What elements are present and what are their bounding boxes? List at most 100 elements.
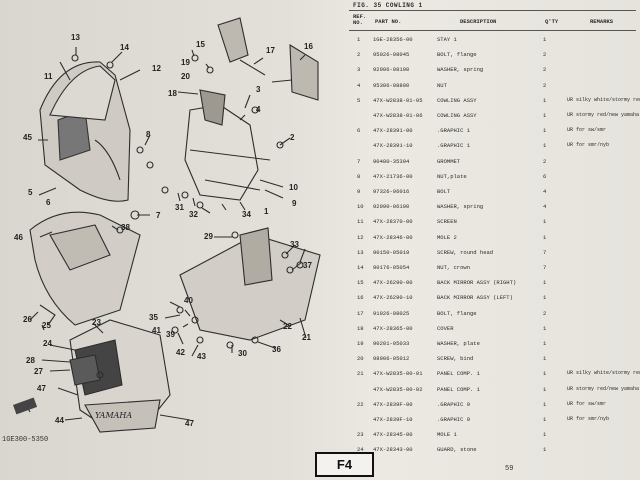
table-row: 19 90201-05033 WASHER, plate 1 <box>345 340 640 354</box>
callout-9: 9 <box>292 199 297 208</box>
ref-cell: 10 <box>357 203 364 211</box>
callout-27: 27 <box>34 367 43 376</box>
quantity-cell: 1 <box>543 446 547 454</box>
quantity-cell: 1 <box>543 416 547 423</box>
table-header-rule <box>349 30 636 31</box>
description-cell: STAY 1 <box>437 36 457 43</box>
part-number-cell: 47X-26290-00 <box>373 279 413 287</box>
callout-46: 46 <box>14 233 23 242</box>
description-cell: .GRAPHIC 9 <box>437 416 471 423</box>
ref-cell: 2 <box>357 51 361 59</box>
callout-12: 12 <box>152 64 161 73</box>
header-desc: DESCRIPTION <box>460 18 497 25</box>
description-cell: PANEL COMP. 1 <box>437 370 480 378</box>
part-number-cell: 47X-W2838-01-05 <box>373 96 423 104</box>
ref-cell: 18 <box>357 324 364 332</box>
figure-code: 1GE300-5350 <box>2 436 49 444</box>
callout-14: 14 <box>120 43 129 52</box>
callout-17: 17 <box>266 46 275 55</box>
ref-cell: 1 <box>357 36 361 43</box>
quantity-cell: 2 <box>543 66 547 74</box>
table-top-rule <box>349 10 636 11</box>
quantity-cell: 1 <box>543 355 547 363</box>
description-cell: SCREW, round head <box>437 248 494 256</box>
description-cell: GROMMET <box>437 157 461 165</box>
part-number-cell: 95026-08045 <box>373 51 410 59</box>
description-cell: SCREW, bind <box>437 355 474 363</box>
part-number-cell: 47X-28391-00 <box>373 127 413 135</box>
remarks-cell: UR for sw/smr <box>567 400 607 407</box>
callout-8: 8 <box>146 130 151 139</box>
description-cell: BACK MIRROR ASSY (RIGHT) <box>437 279 517 287</box>
quantity-cell: 1 <box>543 142 547 150</box>
ref-cell: 16 <box>357 294 364 302</box>
part-number-cell: 95306-08800 <box>373 81 410 89</box>
callout-43: 43 <box>197 352 206 361</box>
quantity-cell: 2 <box>543 51 547 59</box>
remarks-cell: UR for smr/nyb <box>567 142 610 149</box>
callout-13: 13 <box>71 33 80 42</box>
part-number-cell: 90150-05019 <box>373 248 410 256</box>
quantity-cell: 1 <box>543 340 547 347</box>
description-cell: MOLE 1 <box>437 431 457 439</box>
callout-11: 11 <box>44 72 53 81</box>
callout-20: 20 <box>181 72 190 81</box>
description-cell: WASHER, plate <box>437 340 480 347</box>
ref-cell: 17 <box>357 309 364 317</box>
header-qty: Q'TY <box>545 18 559 25</box>
description-cell: BOLT <box>437 188 451 195</box>
part-number-cell: 47X-28346-00 <box>373 233 413 241</box>
ref-cell: 8 <box>357 172 361 180</box>
description-cell: BOLT, flange <box>437 51 477 59</box>
page-number: 59 <box>505 465 514 473</box>
callout-28: 28 <box>26 356 35 365</box>
remarks-cell: UR silky white/stormy red <box>567 370 640 377</box>
callout-35: 35 <box>149 313 158 322</box>
description-cell: COWLING ASSY <box>437 112 477 119</box>
description-cell: SCREEN <box>437 218 457 226</box>
callout-1: 1 <box>264 207 269 216</box>
ref-cell: 7 <box>357 157 361 165</box>
part-number-cell: 47X-2839F-10 <box>373 416 413 423</box>
part-number-cell: 47X-28343-00 <box>373 446 413 454</box>
callout-42: 42 <box>176 348 185 357</box>
callout-2: 2 <box>290 133 295 142</box>
remarks-cell: UR silky white/stormy red <box>567 96 640 103</box>
ref-cell: 19 <box>357 340 364 347</box>
part-number-cell: 47X-W2838-01-06 <box>373 112 423 119</box>
callout-5: 5 <box>28 188 33 197</box>
ref-cell: 5 <box>357 96 361 104</box>
ref-cell: 11 <box>357 218 364 226</box>
exploded-diagram: YAMAHA <box>2 17 321 444</box>
quantity-cell: 4 <box>543 188 547 195</box>
callout-24: 24 <box>43 339 52 348</box>
ref-cell: 23 <box>357 431 364 439</box>
part-number-cell: 47X-W2835-00-02 <box>373 385 423 393</box>
callout-47-a: 47 <box>37 384 46 393</box>
ref-cell: 22 <box>357 400 364 408</box>
part-number-cell: 98906-05012 <box>373 355 410 363</box>
description-cell: MOLE 2 <box>437 233 457 241</box>
figure-title: FIG. 35 COWLING 1 <box>353 2 423 9</box>
ref-cell: 20 <box>357 355 364 363</box>
callout-44: 44 <box>55 416 64 425</box>
header-ref: REF. NO. <box>353 13 367 26</box>
quantity-cell: 7 <box>543 248 547 256</box>
section-tag: F4 <box>315 452 374 477</box>
quantity-cell: 1 <box>543 294 547 302</box>
callout-4: 4 <box>256 105 261 114</box>
part-number-cell: 90201-05033 <box>373 340 410 347</box>
part-number-cell: 90176-05054 <box>373 264 410 271</box>
